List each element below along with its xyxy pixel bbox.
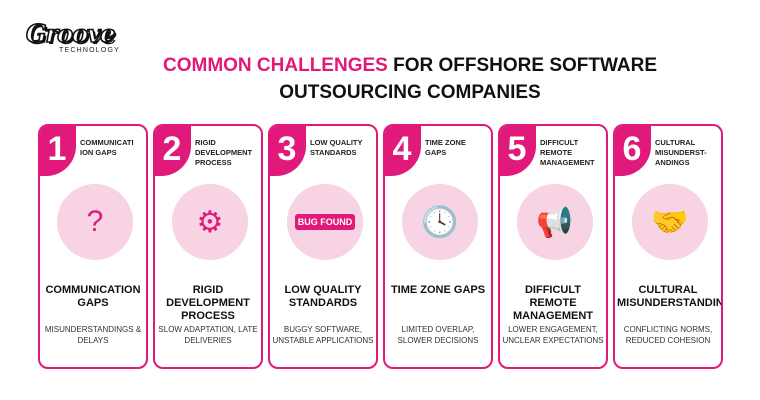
illustration-glyph: BUG FOUND bbox=[294, 214, 356, 230]
card-number: 2 bbox=[155, 126, 191, 176]
challenge-card: 4 TIME ZONE GAPS 🕓 TIME ZONE GAPS LIMITE… bbox=[383, 124, 493, 369]
groove-logo: Groove TECHNOLOGY bbox=[25, 19, 120, 54]
illustration-glyph: 📢 bbox=[536, 205, 574, 239]
speech-bubbles-icon: ? bbox=[57, 184, 133, 260]
card-number: 5 bbox=[500, 126, 536, 176]
logo-word: Groove bbox=[25, 19, 116, 48]
page-title-line-1: COMMON CHALLENGES FOR OFFSHORE SOFTWARE bbox=[30, 53, 760, 79]
challenge-card: 3 LOW QUALITY STANDARDS BUG FOUND LOW QU… bbox=[268, 124, 378, 369]
card-title: TIME ZONE GAPS bbox=[390, 284, 486, 296]
card-number: 6 bbox=[615, 126, 651, 176]
card-header: COMMUNICATI ION GAPS bbox=[80, 138, 134, 157]
card-description: MISUNDERSTANDINGS & DELAYS bbox=[44, 325, 142, 345]
card-number: 4 bbox=[385, 126, 421, 176]
card-description: SLOW ADAPTATION, LATE DELIVERIES bbox=[158, 325, 258, 345]
challenge-card: 2 RIGID DEVELOPMENT PROCESS ⚙ RIGID DEVE… bbox=[153, 124, 263, 369]
illustration-glyph: 🕓 bbox=[421, 205, 459, 239]
card-description: LIMITED OVERLAP, SLOWER DECISIONS bbox=[397, 325, 479, 345]
clocks-icon: 🕓 bbox=[402, 184, 478, 260]
challenge-card: 6 CULTURAL MISUNDERST-ANDINGS 🤝 CULTURAL… bbox=[613, 124, 723, 369]
card-description: BUGGY SOFTWARE, UNSTABLE APPLICATIONS bbox=[272, 325, 374, 345]
card-header: DIFFICULT REMOTE MANAGEMENT bbox=[540, 138, 595, 167]
logo-subtitle: TECHNOLOGY bbox=[58, 47, 120, 54]
card-title: RIGID DEVELOPMENT PROCESS bbox=[166, 284, 250, 322]
challenge-card: 5 DIFFICULT REMOTE MANAGEMENT 📢 DIFFICUL… bbox=[498, 124, 608, 369]
card-header: TIME ZONE GAPS bbox=[425, 138, 466, 157]
card-header: LOW QUALITY STANDARDS bbox=[310, 138, 363, 157]
card-header: CULTURAL MISUNDERST-ANDINGS bbox=[655, 138, 707, 167]
card-title: COMMUNICATION GAPS bbox=[45, 284, 141, 309]
video-calls-icon: 📢 bbox=[517, 184, 593, 260]
card-description: LOWER ENGAGEMENT, UNCLEAR EXPECTATIONS bbox=[502, 325, 604, 345]
challenge-cards: 1 COMMUNICATI ION GAPS ? COMMUNICATION G… bbox=[38, 124, 723, 369]
bug-found-icon: BUG FOUND bbox=[287, 184, 363, 260]
card-description: CONFLICTING NORMS, REDUCED COHESION bbox=[623, 325, 713, 345]
card-title: CULTURAL MISUNDERSTANDINGS bbox=[617, 284, 723, 309]
illustration-glyph: ? bbox=[86, 205, 104, 238]
card-number: 3 bbox=[270, 126, 306, 176]
card-title: DIFFICULT REMOTE MANAGEMENT bbox=[512, 284, 594, 322]
gears-icon: ⚙ bbox=[172, 184, 248, 260]
title-rest: FOR OFFSHORE SOFTWARE bbox=[387, 55, 657, 76]
challenge-card: 1 COMMUNICATI ION GAPS ? COMMUNICATION G… bbox=[38, 124, 148, 369]
card-title: LOW QUALITY STANDARDS bbox=[284, 284, 362, 309]
title-highlight: COMMON CHALLENGES bbox=[163, 55, 388, 76]
handshake-icon: 🤝 bbox=[632, 184, 708, 260]
illustration-glyph: ⚙ bbox=[196, 205, 224, 239]
illustration-glyph: 🤝 bbox=[651, 205, 689, 239]
card-header: RIGID DEVELOPMENT PROCESS bbox=[195, 138, 253, 167]
page-title-line-2: OUTSOURCING COMPANIES bbox=[279, 82, 541, 103]
card-number: 1 bbox=[40, 126, 76, 176]
